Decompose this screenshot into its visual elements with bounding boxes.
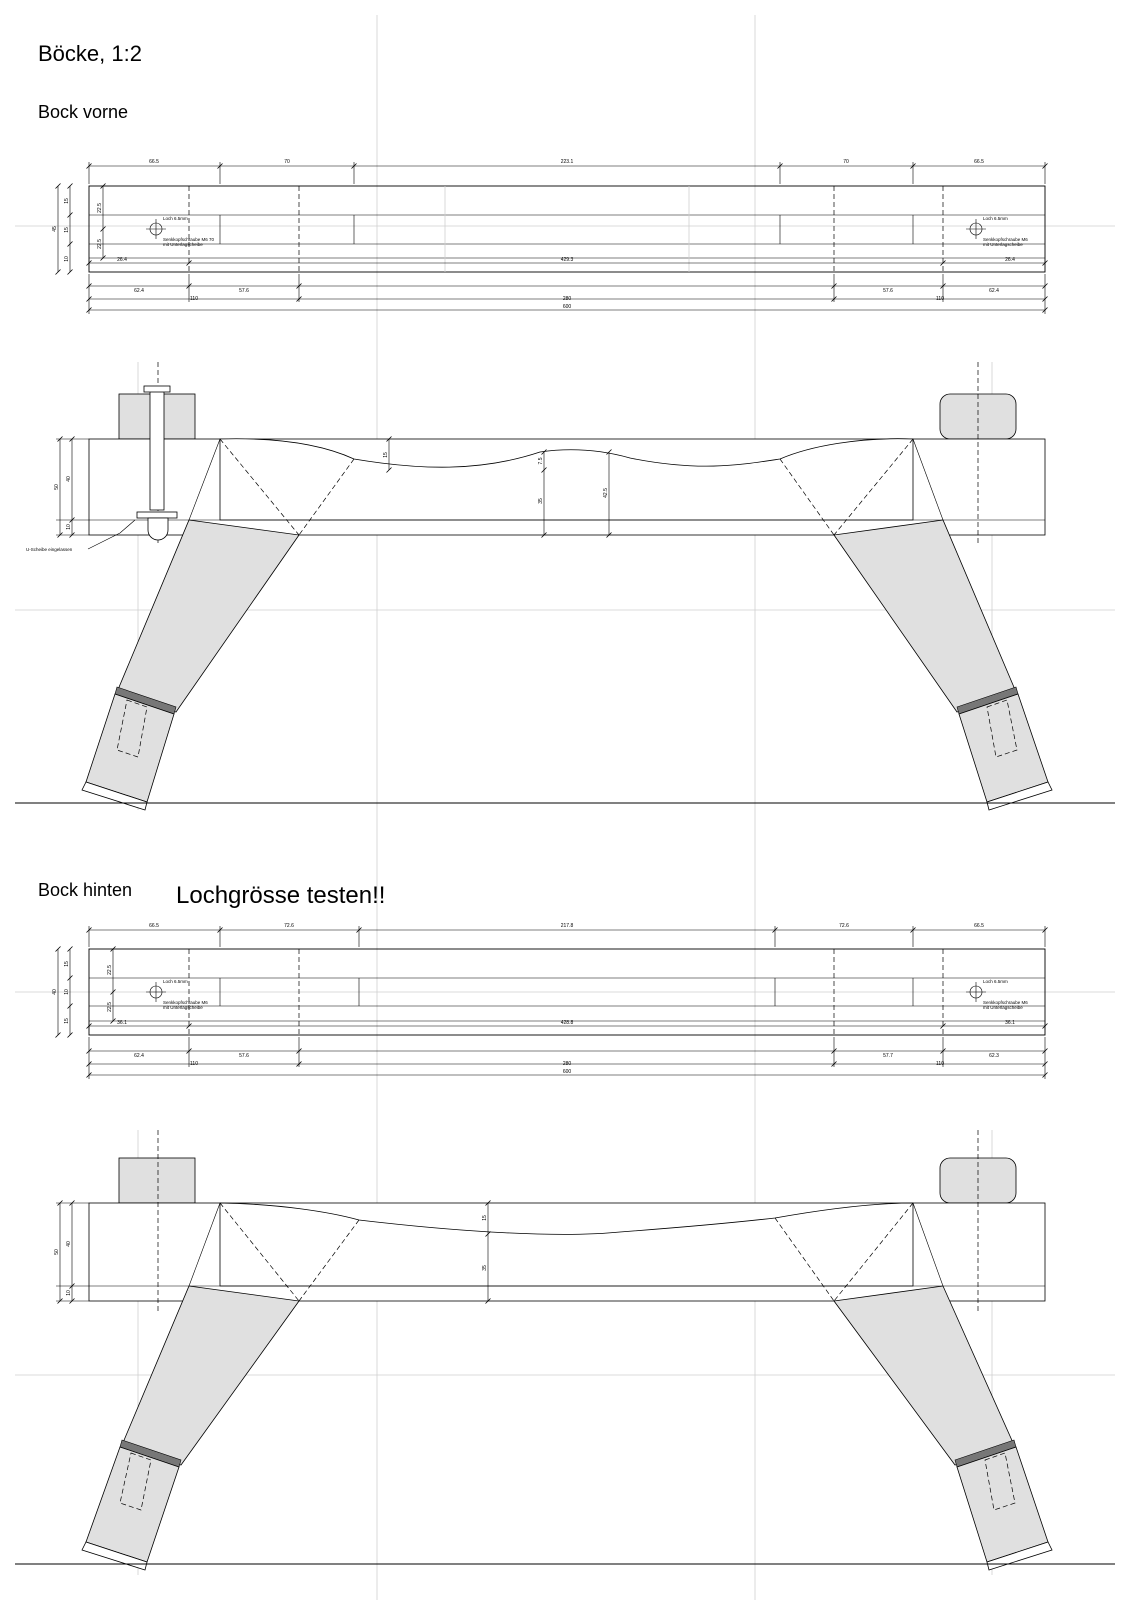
front-left-dim-1: 15 bbox=[64, 198, 70, 204]
back-screw-right-label-1: Senkkopfschraube M6 bbox=[983, 1000, 1028, 1005]
front-bottom-dim-2: 57.6 bbox=[239, 288, 249, 294]
washer-leader bbox=[87, 519, 136, 550]
front-elev-dim-side: 42.5 bbox=[603, 488, 609, 498]
back-left-dim-3: 15 bbox=[64, 1018, 70, 1024]
front-left-dim-2: 15 bbox=[64, 227, 70, 233]
front-hole-right-label: Loch 6.5mm bbox=[983, 216, 1008, 221]
front-top-dim-4: 70 bbox=[843, 159, 849, 165]
back-elev-dim-total: 50 bbox=[54, 1249, 60, 1255]
back-top-dim-5: 66.5 bbox=[974, 923, 984, 929]
front-screw-left-label-1: Senkkopfschraube M6 70 bbox=[163, 237, 215, 242]
back-plan-outline bbox=[88, 948, 1046, 1036]
front-bottom-dim-5: 110 bbox=[190, 296, 198, 302]
back-inner-dim-2: 428.8 bbox=[561, 1020, 574, 1026]
front-elev-dim-total: 50 bbox=[54, 484, 60, 490]
back-screw-left-label-2: mit Unterlagscheibe bbox=[163, 1005, 203, 1010]
back-bottom-dim-1: 62.4 bbox=[134, 1053, 144, 1059]
front-top-dim-3: 223.1 bbox=[561, 159, 574, 165]
back-inner-dim-3: 36.1 bbox=[1005, 1020, 1015, 1026]
back-bottom-dim-6: 280 bbox=[563, 1061, 572, 1067]
back-bottom-dim-4: 62.3 bbox=[989, 1053, 999, 1059]
front-heading: Bock vorne bbox=[38, 102, 128, 122]
back-hole-left-label: Loch 6.5mm bbox=[163, 979, 188, 984]
back-bottom-dim-3: 57.7 bbox=[883, 1053, 893, 1059]
back-heading: Bock hinten bbox=[38, 880, 132, 900]
back-foot-pad-left bbox=[81, 1541, 148, 1571]
front-bottom-dim-4: 62.4 bbox=[989, 288, 999, 294]
back-elevation-view: 50 40 10 15 35 bbox=[15, 1130, 1115, 1575]
front-hole-left-label: Loch 6.5mm bbox=[163, 216, 188, 221]
front-left-dim-3: 10 bbox=[64, 256, 70, 262]
front-elev-dim-dip: 15 bbox=[383, 452, 389, 458]
front-screw-left-label-2: mit Unterlagscheibe bbox=[163, 242, 203, 247]
front-elev-dim-crest: 7.5 bbox=[538, 457, 544, 464]
front-bottom-dim-6: 280 bbox=[563, 296, 572, 302]
front-elev-dim-beam: 40 bbox=[66, 476, 72, 482]
front-inner-dim-2: 429.3 bbox=[561, 257, 574, 263]
back-screw-right-label-2: mit Unterlagscheibe bbox=[983, 1005, 1023, 1010]
front-foot-left bbox=[85, 693, 175, 803]
test-note: Lochgrösse testen!! bbox=[176, 882, 385, 909]
front-plan-outline bbox=[88, 185, 1046, 273]
front-inner-dim-3: 26.4 bbox=[1005, 257, 1015, 263]
back-top-dim-1: 66.5 bbox=[149, 923, 159, 929]
back-elev-dim-center: 35 bbox=[482, 1265, 488, 1271]
back-top-dim-4: 72.6 bbox=[839, 923, 849, 929]
front-bottom-dim-7: 110 bbox=[936, 296, 944, 302]
front-bottom-dim-1: 62.4 bbox=[134, 288, 144, 294]
front-leg-left bbox=[116, 519, 300, 713]
back-bottom-dim-total: 600 bbox=[563, 1069, 572, 1075]
front-beam-profile bbox=[219, 438, 914, 521]
sheet-title: Böcke, 1:2 bbox=[38, 41, 142, 66]
back-foot-left bbox=[85, 1446, 180, 1563]
back-hole-offset-1: 22.5 bbox=[107, 965, 113, 975]
back-top-dim-3: 217.8 bbox=[561, 923, 574, 929]
back-leg-left bbox=[121, 1285, 300, 1466]
back-hole-right-label: Loch 6.5mm bbox=[983, 979, 1008, 984]
back-elev-dim-base: 10 bbox=[66, 1290, 72, 1296]
front-top-dim-5: 66.5 bbox=[974, 159, 984, 165]
front-leg-right bbox=[833, 519, 1017, 713]
front-elevation-view: U-Scheibe eingelassen 50 40 10 15 35 7.5… bbox=[15, 362, 1115, 811]
front-clamp-block-right bbox=[939, 393, 1017, 440]
front-hole-offset-2: 22.5 bbox=[97, 239, 103, 249]
front-top-dim-1: 66.5 bbox=[149, 159, 159, 165]
back-top-dim-2: 72.6 bbox=[284, 923, 294, 929]
front-foot-right bbox=[958, 693, 1049, 803]
front-top-dim-2: 70 bbox=[284, 159, 290, 165]
back-beam-profile bbox=[219, 1202, 914, 1287]
front-bottom-dim-3: 57.6 bbox=[883, 288, 893, 294]
washer-label: U-Scheibe eingelassen bbox=[26, 547, 73, 552]
back-screw-left-label-1: Senkkopfschraube M6 bbox=[163, 1000, 208, 1005]
front-screw-right-label-1: Senkkopfschraube M6 bbox=[983, 237, 1028, 242]
back-bottom-dim-5: 110 bbox=[190, 1061, 198, 1067]
front-elev-dim-center: 35 bbox=[538, 498, 544, 504]
back-hole-offset-2: 22.5 bbox=[107, 1002, 113, 1012]
back-elev-dim-dip: 15 bbox=[482, 1215, 488, 1221]
front-plan-view: Loch 6.5mm Senkkopfschraube M6 70 mit Un… bbox=[52, 159, 1048, 314]
back-plan-view: Loch 6.5mm Senkkopfschraube M6 mit Unter… bbox=[52, 923, 1048, 1079]
front-left-dim-total: 45 bbox=[52, 226, 58, 232]
back-bottom-dim-2: 57.6 bbox=[239, 1053, 249, 1059]
front-elev-dim-base: 10 bbox=[66, 524, 72, 530]
front-hole-offset-1: 22.5 bbox=[97, 203, 103, 213]
front-inner-dim-1: 26.4 bbox=[117, 257, 127, 263]
back-leg-right bbox=[833, 1285, 1015, 1466]
back-inner-dim-1: 36.1 bbox=[117, 1020, 127, 1026]
back-bottom-dim-7: 110 bbox=[936, 1061, 944, 1067]
back-left-dim-total: 40 bbox=[52, 989, 58, 995]
front-bottom-dim-total: 600 bbox=[563, 304, 572, 310]
front-screw-right-label-2: mit Unterlagscheibe bbox=[983, 242, 1023, 247]
back-elev-dim-beam: 40 bbox=[66, 1241, 72, 1247]
back-left-dim-2: 10 bbox=[64, 989, 70, 995]
back-foot-pad-right bbox=[986, 1541, 1053, 1571]
back-foot-right bbox=[956, 1446, 1049, 1563]
back-left-dim-1: 15 bbox=[64, 961, 70, 967]
back-clamp-block-left bbox=[118, 1157, 196, 1204]
